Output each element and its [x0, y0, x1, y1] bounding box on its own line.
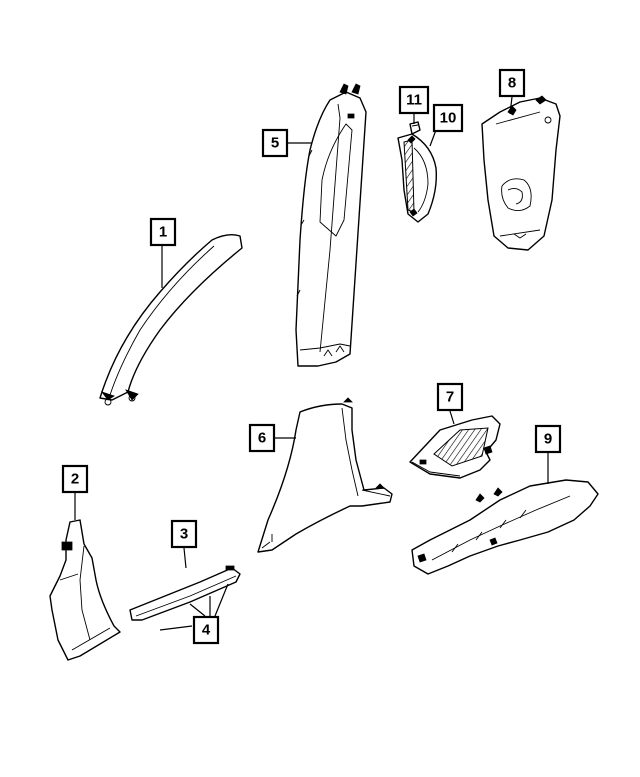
leader-3 [183, 547, 187, 569]
part-9-rear-sill-trim [411, 479, 599, 575]
callout-label: 2 [71, 471, 79, 488]
callout-9: 9 [534, 424, 562, 454]
part-6-b-pillar-lower-trim [257, 397, 393, 553]
part-7-sill-scuff [409, 415, 501, 479]
callout-3: 3 [170, 519, 198, 549]
callout-label: 3 [180, 526, 188, 543]
part-3-sill-plate [129, 565, 241, 621]
callout-11: 11 [398, 85, 430, 115]
callout-1: 1 [149, 217, 177, 247]
callout-2: 2 [61, 464, 89, 494]
callout-label: 9 [544, 431, 552, 448]
callout-7: 7 [436, 382, 464, 412]
leader-lines [74, 96, 549, 631]
callout-8: 8 [498, 68, 526, 98]
callout-10: 10 [432, 103, 464, 133]
leader-10 [429, 129, 437, 147]
leader-7 [449, 410, 455, 425]
leader-4b [189, 603, 206, 617]
callout-5: 5 [261, 128, 289, 158]
callout-label: 10 [440, 110, 457, 127]
leader-8 [509, 96, 513, 115]
callout-label: 11 [406, 92, 422, 109]
leader-4a [159, 625, 193, 631]
callout-6: 6 [248, 423, 276, 453]
part-8-quarter-trim [481, 95, 561, 251]
callout-label: 1 [159, 224, 167, 241]
part-1-a-pillar-trim [99, 233, 243, 406]
part-10-grab-handle [397, 133, 438, 223]
callout-label: 4 [202, 622, 211, 639]
part-11-clip [409, 121, 421, 135]
part-5-b-pillar-upper-trim [295, 83, 367, 367]
callout-label: 5 [271, 135, 279, 152]
callout-label: 6 [258, 430, 266, 447]
leader-4d [214, 583, 229, 617]
callout-label: 7 [446, 389, 454, 406]
callout-4: 4 [192, 615, 220, 645]
callout-label: 8 [508, 75, 516, 92]
part-2-cowl-side-trim [49, 519, 121, 661]
